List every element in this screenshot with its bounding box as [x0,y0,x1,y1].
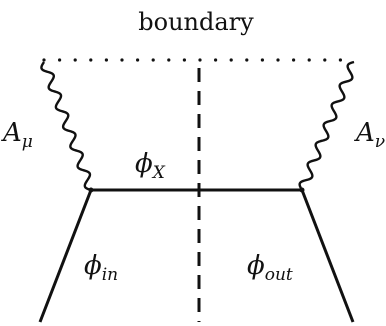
label-a-mu: Aμ [1,118,33,152]
label-phi-out: ϕout [247,251,293,285]
leg-phi-out [300,189,355,323]
label-phi-in: ϕin [84,251,118,285]
label-a-nu: Aν [354,118,385,152]
photon-line-a-mu [40,61,92,192]
leg-phi-in [38,189,93,323]
photon-line-a-nu [298,60,355,191]
vertex-left [88,187,94,193]
label-phi-x: ϕX [135,149,166,183]
boundary-label: boundary [138,8,254,36]
vertex-right [299,187,305,193]
